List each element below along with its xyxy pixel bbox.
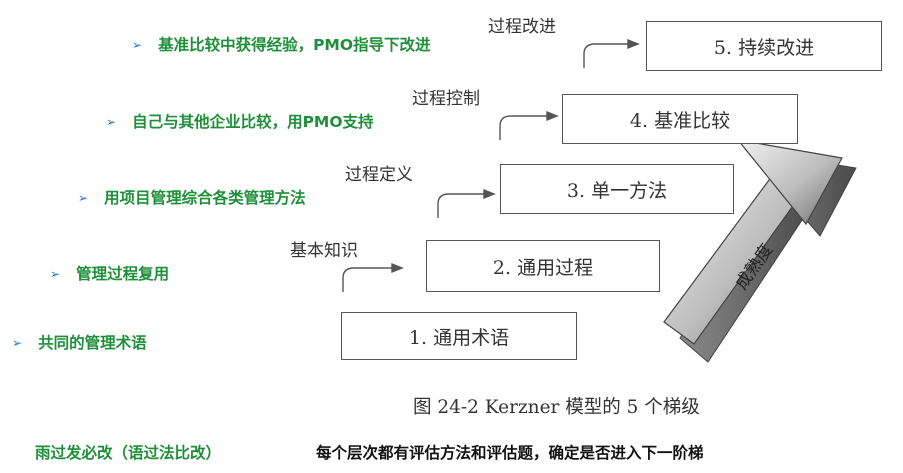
bullet-level-2: ➢ 管理过程复用 (50, 262, 169, 284)
connector-level-3 (437, 193, 484, 218)
bullet-text: 自己与其他企业比较，用PMO支持 (132, 113, 374, 131)
bullet-marker-icon: ➢ (132, 38, 143, 52)
footer-note-left: 雨过发必改（语过法比改） (35, 444, 222, 462)
level-box-1: 1. 通用术语 (341, 312, 577, 360)
bullet-text: 共同的管理术语 (38, 334, 147, 352)
process-connectors (342, 38, 640, 292)
connector-level-4 (499, 115, 547, 140)
maturity-arrow (663, 139, 857, 363)
bullet-level-3: ➢ 用项目管理综合各类管理方法 (78, 186, 306, 208)
figure-caption: 图 24-2 Kerzner 模型的 5 个梯级 (413, 397, 700, 418)
level-box-4: 4. 基准比较 (562, 94, 798, 144)
connector-level-5 (583, 43, 628, 68)
bullet-level-4: ➢ 自己与其他企业比较，用PMO支持 (106, 110, 374, 132)
process-label-level-4: 过程控制 (412, 89, 480, 109)
process-label-level-5: 过程改进 (488, 17, 556, 37)
bullet-marker-icon: ➢ (12, 336, 23, 350)
bullet-level-1: ➢ 共同的管理术语 (12, 331, 147, 353)
connector-level-2 (342, 267, 392, 292)
footer-note-right: 每个层次都有评估方法和评估题，确定是否进入下一阶梯 (316, 444, 704, 462)
level-box-2: 2. 通用过程 (426, 240, 660, 292)
bullet-text: 用项目管理综合各类管理方法 (104, 189, 306, 207)
level-box-3: 3. 单一方法 (500, 164, 734, 214)
level-box-5: 5. 持续改进 (646, 21, 882, 71)
bullet-marker-icon: ➢ (50, 267, 61, 281)
bullet-text: 基准比较中获得经验，PMO指导下改进 (158, 36, 431, 54)
process-label-level-3: 过程定义 (345, 165, 413, 185)
bullet-level-5: ➢ 基准比较中获得经验，PMO指导下改进 (132, 33, 431, 55)
bullet-marker-icon: ➢ (106, 115, 117, 129)
process-label-level-2: 基本知识 (290, 241, 358, 261)
bullet-marker-icon: ➢ (78, 191, 89, 205)
bullet-text: 管理过程复用 (76, 265, 170, 283)
